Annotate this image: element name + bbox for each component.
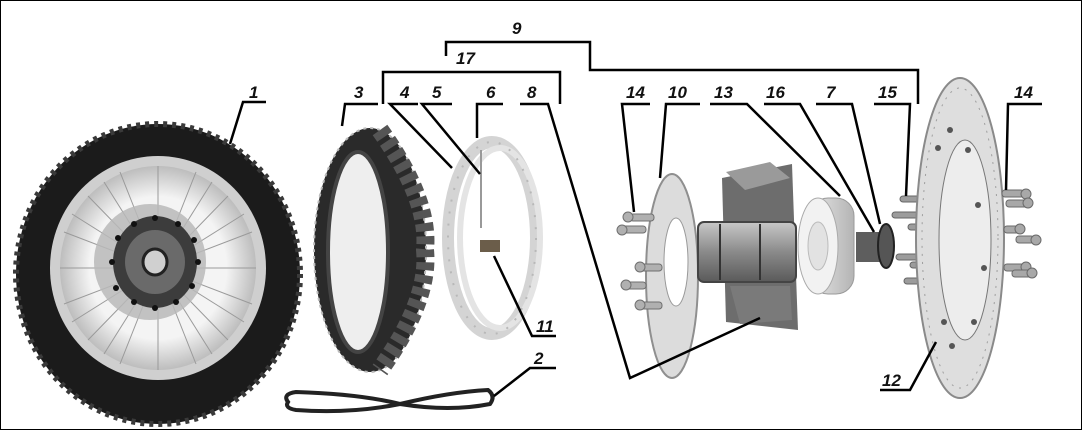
callout-11: 11 — [536, 317, 554, 336]
rim-lock-plate — [480, 240, 500, 252]
callout-8: 8 — [527, 83, 537, 102]
bolts-left — [616, 211, 663, 311]
callout-9: 9 — [512, 19, 522, 38]
callout-labels: 1 2 3 4 5 6 7 8 9 10 11 12 13 14 14 15 1… — [249, 19, 1033, 390]
callout-1: 1 — [249, 83, 258, 102]
callout-17: 17 — [456, 49, 476, 68]
callout-14-right: 14 — [1014, 83, 1033, 102]
callout-12: 12 — [882, 371, 901, 390]
rear-brake-disc-flange — [645, 173, 699, 379]
brake-disc — [915, 77, 1005, 399]
callout-6: 6 — [486, 83, 496, 102]
callout-7: 7 — [826, 83, 837, 102]
rim-tape-band — [284, 387, 495, 414]
hub-cover-drum — [797, 197, 855, 295]
wheel-hub — [697, 162, 798, 330]
callout-16: 16 — [766, 83, 785, 102]
tire — [313, 124, 435, 376]
callout-14-left: 14 — [626, 83, 645, 102]
oil-seal — [877, 223, 895, 269]
leader-lines — [228, 40, 1042, 397]
rim — [442, 136, 543, 340]
assembled-wheel — [13, 121, 303, 427]
callout-4: 4 — [399, 83, 410, 102]
callout-2: 2 — [533, 349, 544, 368]
callout-5: 5 — [432, 83, 442, 102]
callout-13: 13 — [714, 83, 733, 102]
spacer-sleeve — [856, 232, 880, 262]
bolts-right — [1001, 188, 1042, 279]
callout-15: 15 — [878, 83, 897, 102]
callout-10: 10 — [668, 83, 687, 102]
callout-3: 3 — [354, 83, 364, 102]
